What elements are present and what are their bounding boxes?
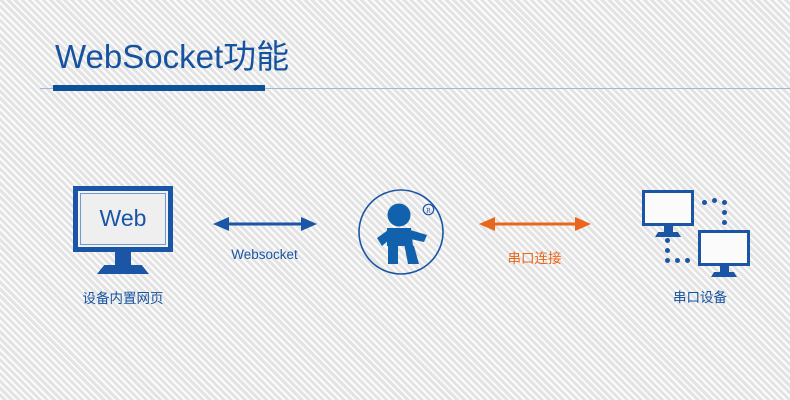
monitor-small-base xyxy=(655,232,681,237)
connection-dot xyxy=(702,200,707,205)
websocket-connector-label: Websocket xyxy=(231,247,298,262)
monitor-small-screen xyxy=(698,230,750,266)
connection-dot xyxy=(665,248,670,253)
monitor-neck xyxy=(115,252,131,265)
page-title: WebSocket功能 xyxy=(55,38,290,75)
running-person-logo-icon: R xyxy=(358,189,444,275)
serial-connector-label: 串口连接 xyxy=(507,251,562,266)
monitor-small-base xyxy=(711,272,737,277)
connection-dot xyxy=(675,258,680,263)
connection-dot xyxy=(722,200,727,205)
header-divider-accent xyxy=(53,85,265,91)
websocket-connector: Websocket xyxy=(207,215,322,262)
monitor-small-screen xyxy=(642,190,694,226)
monitor-small-secondary xyxy=(698,230,750,277)
double-arrow-horizontal-icon xyxy=(212,217,317,231)
monitor-screen-label: Web xyxy=(99,204,147,231)
connection-dot xyxy=(685,258,690,263)
center-node-logo: R xyxy=(357,188,445,276)
header-divider-line xyxy=(40,88,790,89)
right-node-serial-devices: 串口设备 xyxy=(636,186,764,306)
connection-dot xyxy=(712,198,717,203)
monitor-base xyxy=(97,265,149,274)
monitor-small-primary xyxy=(642,190,694,237)
desktop-monitor-icon: Web xyxy=(73,186,173,252)
double-arrow-horizontal-icon xyxy=(478,217,591,231)
two-monitors-network-icon xyxy=(636,186,764,278)
connection-dot xyxy=(665,238,670,243)
monitor-screen: Web xyxy=(80,193,166,245)
connection-dot xyxy=(722,210,727,215)
right-node-caption: 串口设备 xyxy=(673,290,727,305)
left-node-web-page: Web 设备内置网页 xyxy=(62,186,184,306)
left-node-caption: 设备内置网页 xyxy=(82,291,164,306)
connection-dot xyxy=(665,258,670,263)
monitor-small-neck xyxy=(719,266,729,272)
monitor-small-neck xyxy=(663,226,673,232)
connection-dot xyxy=(722,220,727,225)
svg-text:R: R xyxy=(426,207,431,215)
serial-connector: 串口连接 xyxy=(472,215,597,267)
